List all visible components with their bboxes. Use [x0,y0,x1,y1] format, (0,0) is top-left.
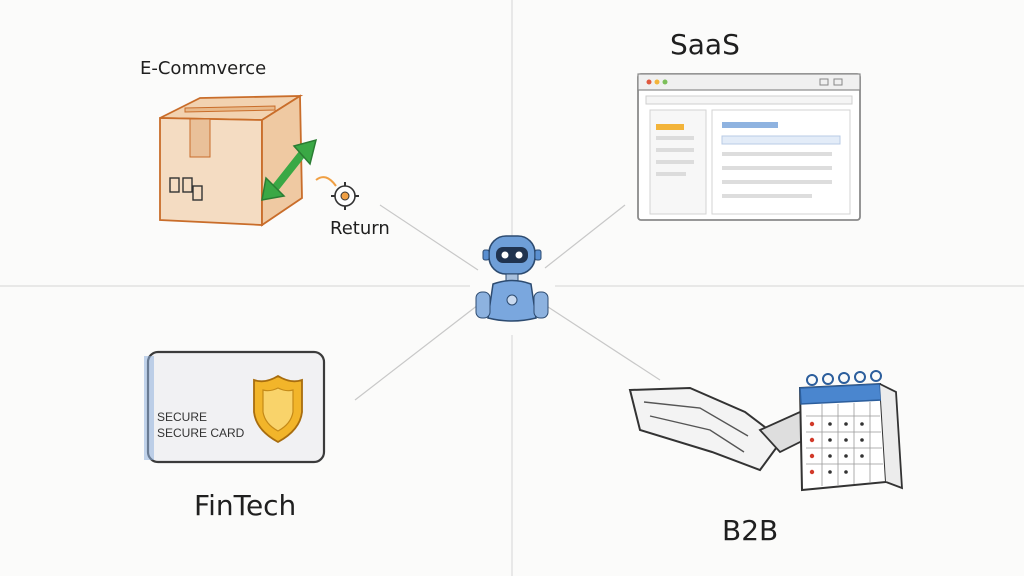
secure-card-icon: SECURE SECURE CARD [144,350,326,464]
card-line-2: SECURE CARD [157,426,245,440]
connector-lines [354,204,661,401]
gear-icon [315,176,359,210]
handshake-calendar-icon [628,370,903,492]
return-label: Return [330,218,390,239]
saas-label: SaaS [670,28,740,61]
return-arrow-icon [261,138,318,201]
ecommerce-label: E-Commverce [140,58,267,79]
robot-icon [475,235,549,322]
card-line-1: SECURE [157,410,207,424]
b2b-label: B2B [722,514,779,547]
package-box-icon [159,94,304,227]
browser-window-icon [637,73,861,221]
fintech-label: FinTech [194,489,297,522]
